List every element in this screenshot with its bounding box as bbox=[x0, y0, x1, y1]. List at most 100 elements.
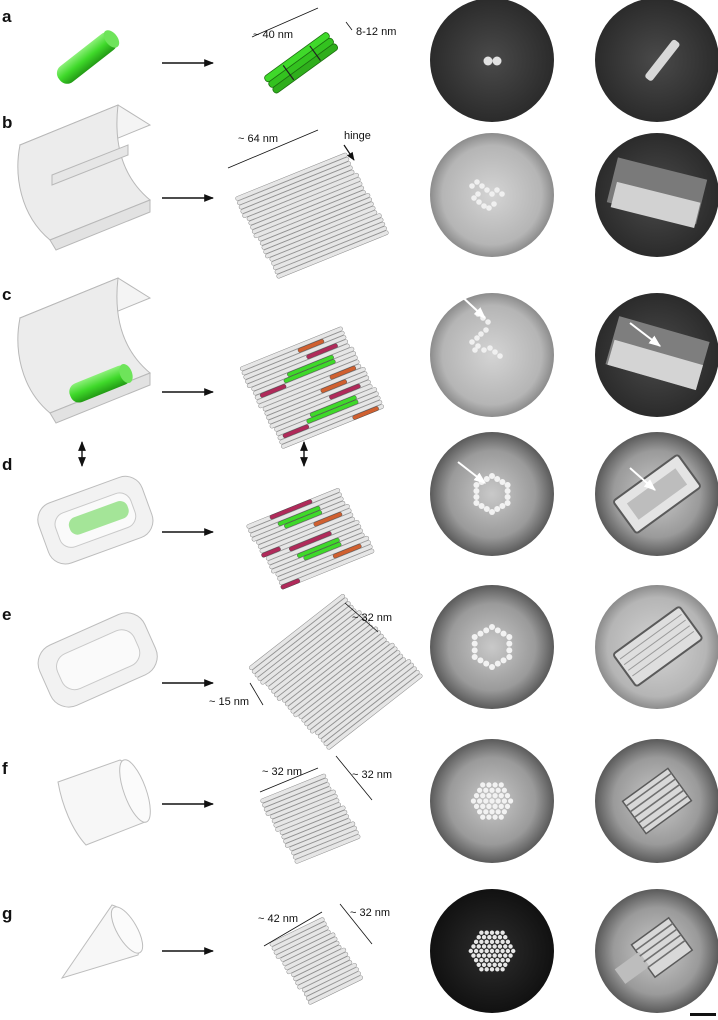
panel-d-model bbox=[37, 475, 154, 565]
helix-rod bbox=[265, 786, 332, 816]
helix-rod bbox=[292, 830, 359, 860]
row-arrows bbox=[162, 59, 214, 955]
density-spot bbox=[475, 191, 481, 197]
density-spot bbox=[477, 787, 483, 793]
density-spot bbox=[503, 935, 508, 940]
density-spot bbox=[479, 957, 484, 963]
helix-rod bbox=[268, 613, 365, 690]
density-spot bbox=[503, 962, 508, 967]
helix-rod bbox=[279, 399, 383, 445]
helix-segment bbox=[297, 537, 340, 558]
helix-rod bbox=[281, 809, 348, 840]
density-spot bbox=[481, 944, 487, 949]
helix-rod bbox=[261, 201, 374, 250]
panel-e-inner-label: ~ 15 nm bbox=[209, 696, 249, 708]
density-spot bbox=[489, 473, 495, 479]
density-spot bbox=[489, 939, 495, 945]
density-spot bbox=[494, 660, 501, 667]
panel-b-hinged-model bbox=[17, 104, 152, 251]
helix-rod bbox=[297, 960, 353, 990]
density-spot bbox=[479, 967, 484, 972]
helix-rod bbox=[284, 818, 351, 848]
density-spot bbox=[473, 957, 479, 963]
density-spot bbox=[492, 814, 498, 820]
density-spot bbox=[495, 798, 501, 804]
panel-g-helix-bundle bbox=[269, 917, 363, 1005]
panel-f-model bbox=[57, 759, 151, 846]
panel-c-helix-bundle bbox=[239, 326, 384, 449]
helix-rod bbox=[287, 633, 384, 710]
density-spot bbox=[495, 787, 501, 793]
density-spot bbox=[500, 948, 505, 954]
density-spot bbox=[504, 494, 511, 500]
density-spot bbox=[499, 479, 506, 485]
density-spot bbox=[487, 944, 492, 949]
density-spot bbox=[503, 944, 508, 949]
helix-segment bbox=[277, 506, 321, 526]
helix-rod bbox=[301, 646, 398, 723]
helix-rod bbox=[276, 624, 373, 701]
em-d-side-density bbox=[613, 454, 701, 534]
density-spot bbox=[479, 183, 485, 189]
helix-rod bbox=[282, 936, 338, 966]
density-spot bbox=[479, 939, 484, 945]
helix-rod bbox=[284, 940, 340, 971]
density-spot bbox=[477, 630, 484, 637]
density-spot bbox=[504, 488, 511, 494]
density-spot bbox=[484, 957, 489, 963]
helix-rod bbox=[263, 205, 376, 255]
density-spot bbox=[508, 953, 513, 958]
helix-rod bbox=[276, 230, 389, 279]
helix-rod bbox=[293, 641, 390, 718]
helix-rod bbox=[270, 789, 336, 820]
panel-e-outer-label: ~ 32 nm bbox=[352, 612, 392, 624]
density-spot bbox=[505, 957, 511, 963]
density-spot bbox=[495, 948, 500, 954]
helix-rod bbox=[298, 642, 395, 719]
helix-segment bbox=[320, 379, 347, 393]
density-spot bbox=[484, 948, 489, 954]
em-f-top-density bbox=[470, 782, 514, 820]
helix-segment bbox=[332, 543, 362, 559]
panel-a-guest-rod-model bbox=[56, 30, 120, 84]
density-spot bbox=[471, 647, 478, 654]
em-f-side-density bbox=[621, 767, 693, 835]
helix-rod bbox=[260, 608, 357, 685]
density-spot bbox=[484, 930, 489, 935]
density-spot bbox=[500, 967, 505, 972]
helix-rod bbox=[293, 951, 349, 982]
density-spot bbox=[506, 647, 513, 654]
density-spot bbox=[492, 944, 497, 949]
helix-rod bbox=[279, 805, 346, 835]
density-spot bbox=[476, 935, 481, 940]
helix-rod bbox=[315, 659, 412, 736]
density-spot bbox=[473, 488, 480, 494]
density-spot bbox=[500, 939, 505, 945]
helix-segment bbox=[284, 510, 323, 529]
helix-rod bbox=[238, 161, 351, 210]
density-spot bbox=[471, 634, 478, 640]
density-spot bbox=[473, 482, 480, 488]
helix-rod bbox=[243, 335, 347, 380]
density-spot bbox=[494, 506, 501, 512]
density-spot bbox=[497, 353, 503, 359]
em-c-side-density bbox=[605, 316, 710, 391]
density-spot bbox=[473, 500, 480, 506]
helix-rod bbox=[295, 956, 351, 986]
density-spot bbox=[489, 957, 495, 963]
helix-rod bbox=[259, 197, 373, 246]
density-spot bbox=[486, 205, 492, 211]
helix-rod bbox=[271, 617, 368, 694]
density-spot bbox=[485, 319, 491, 325]
panel-b-hinge-label: hinge bbox=[344, 130, 371, 142]
panel-e-helix-bundle bbox=[249, 593, 423, 750]
em-b-top-density bbox=[469, 179, 505, 211]
helix-segment bbox=[306, 343, 338, 359]
helix-rod bbox=[246, 172, 359, 222]
helix-rod bbox=[242, 169, 355, 218]
density-spot bbox=[481, 935, 487, 940]
panel-f-length-label: ~ 32 nm bbox=[262, 766, 302, 778]
density-spot bbox=[480, 803, 486, 809]
helix-rod bbox=[265, 210, 378, 259]
helix-rod bbox=[251, 597, 348, 674]
